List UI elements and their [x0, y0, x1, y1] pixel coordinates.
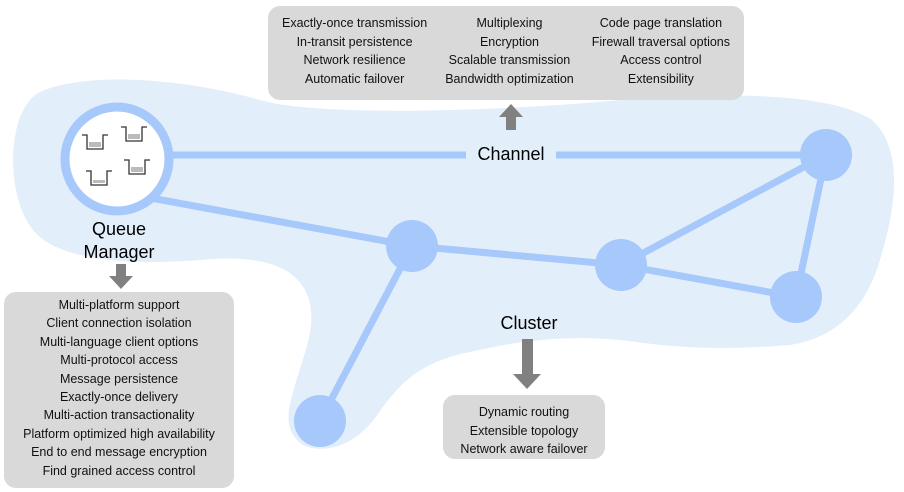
queue-icon: [121, 126, 147, 142]
cluster-link: [136, 192, 416, 250]
queue-manager-feature: Find grained access control: [42, 463, 196, 478]
channel-features-box: Exactly-once transmission In-transit per…: [268, 6, 744, 100]
channel-feature: Extensibility: [627, 71, 694, 86]
queue-icon: [86, 170, 112, 186]
cluster-link: [617, 151, 830, 269]
queue-manager-feature: Message persistence: [59, 371, 179, 386]
queue-manager-feature: Multi-language client options: [39, 334, 199, 349]
channel-feature: Automatic failover: [304, 71, 405, 86]
channel-feature: In-transit persistence: [296, 34, 413, 49]
cluster-nodes: [294, 129, 852, 447]
channel-feature: Multiplexing: [476, 16, 543, 30]
cluster-link: [408, 242, 625, 269]
channel-features-column: Code page translation Firewall traversal…: [592, 14, 730, 100]
cluster-feature: Extensible topology: [469, 423, 579, 438]
queue-manager-feature: Multi-platform support: [58, 298, 180, 312]
arrow-down-icon: [513, 339, 541, 389]
cluster-node: [770, 271, 822, 323]
queue-icons: [82, 126, 150, 186]
queue-manager-label: Queue Manager: [64, 218, 174, 264]
cluster-features-box: Dynamic routing Extensible topology Netw…: [443, 395, 605, 459]
cluster-node: [800, 129, 852, 181]
channel-feature: Encryption: [479, 34, 539, 49]
queue-manager-feature: Exactly-once delivery: [59, 390, 179, 405]
cluster-link: [617, 261, 800, 301]
cluster-node: [595, 239, 647, 291]
channel-feature: Bandwidth optimization: [445, 71, 574, 86]
queue-manager-feature: Multi-protocol access: [60, 353, 178, 368]
channel-feature: Exactly-once transmission: [282, 16, 428, 30]
cluster-node: [386, 220, 438, 272]
arrow-up-icon: [499, 104, 523, 130]
channel-feature: Network resilience: [303, 53, 406, 67]
queue-manager-feature: Multi-action transactionality: [43, 408, 195, 423]
cluster-node: [294, 395, 346, 447]
channel-features-column: Multiplexing Encryption Scalable transmi…: [445, 14, 574, 100]
channel-label: Channel: [466, 143, 556, 165]
queue-icon: [124, 159, 150, 175]
queue-manager-node: [60, 102, 174, 216]
channel-features-column: Exactly-once transmission In-transit per…: [282, 14, 427, 100]
arrow-down-icon: [109, 264, 133, 289]
queue-manager-feature: Client connection isolation: [46, 316, 192, 331]
cluster-cloud: [13, 79, 895, 449]
cluster-links: [136, 151, 830, 425]
channel-feature: Scalable transmission: [448, 53, 571, 67]
channel-feature: Firewall traversal options: [591, 34, 730, 49]
cluster-label: Cluster: [500, 313, 558, 333]
channel-feature: Access control: [620, 53, 702, 67]
queue-manager-feature: End to end message encryption: [31, 445, 207, 460]
queue-manager-feature: Platform optimized high availability: [23, 426, 215, 441]
cluster-feature: Dynamic routing: [478, 405, 570, 419]
queue-manager-label-line: Manager: [83, 242, 155, 262]
cluster-feature: Network aware failover: [460, 442, 588, 456]
queue-manager-label-line: Queue: [91, 219, 147, 239]
queue-manager-features-box: Multi-platform support Client connection…: [4, 292, 234, 488]
cluster-link: [316, 242, 416, 425]
queue-icon: [82, 134, 108, 150]
channel-feature: Code page translation: [599, 16, 723, 30]
